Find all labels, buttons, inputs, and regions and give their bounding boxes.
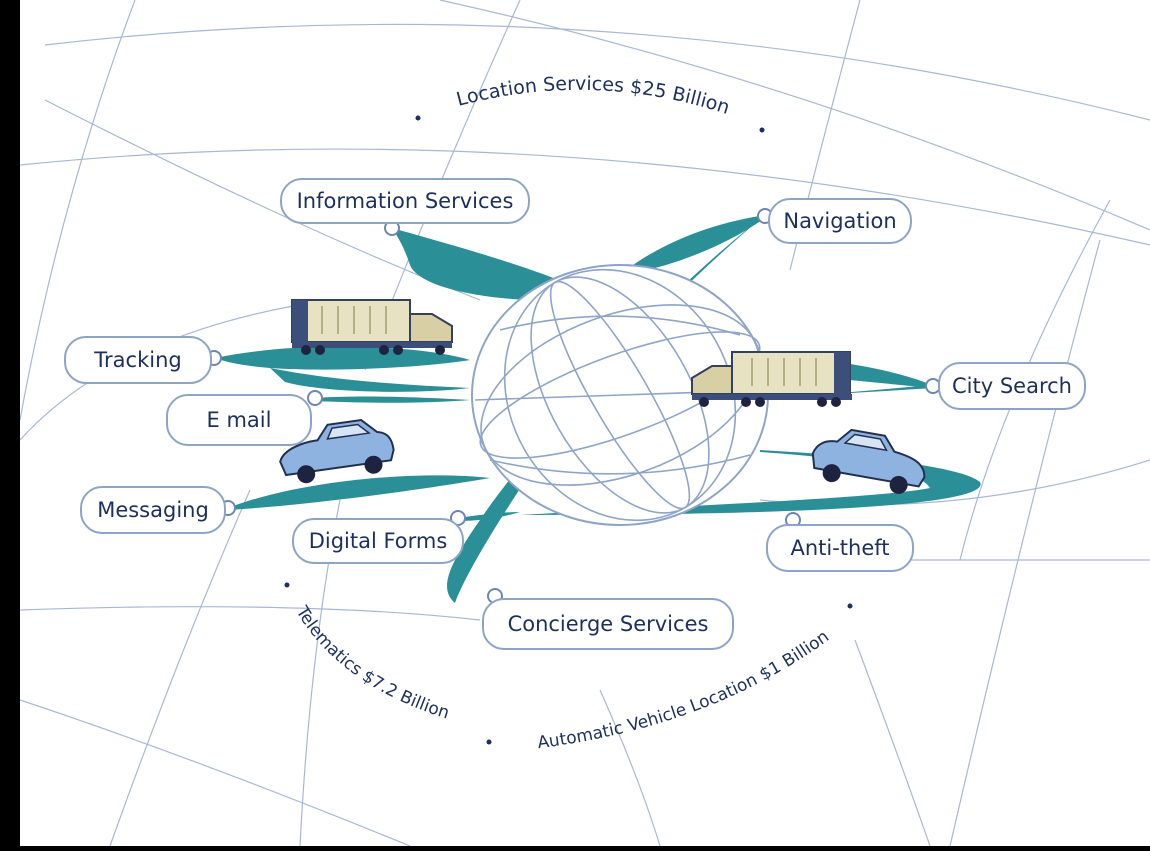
ribbon-tracking-lower (270, 368, 470, 392)
truck-icon (291, 299, 453, 355)
label-email-text: E mail (206, 408, 272, 432)
label-anti-theft: Anti-theft (766, 524, 914, 572)
arc-bullet (415, 115, 421, 121)
node-dot-email (307, 390, 323, 406)
ribbon-navigation (620, 215, 765, 275)
label-information-services: Information Services (280, 178, 530, 224)
ribbon-messaging (228, 475, 490, 510)
arc-bullet (759, 127, 765, 133)
truck-icon (691, 351, 852, 407)
label-tracking: Tracking (64, 336, 212, 384)
label-city-search: City Search (938, 362, 1086, 410)
globe-icon (471, 264, 769, 526)
ribbon-digital-forms (458, 512, 520, 521)
label-concierge-services-text: Concierge Services (507, 612, 709, 636)
label-anti-theft-text: Anti-theft (790, 536, 890, 560)
car-icon (279, 418, 395, 484)
label-city-search-text: City Search (952, 374, 1072, 398)
label-concierge-services: Concierge Services (482, 598, 734, 650)
label-email: E mail (166, 394, 312, 446)
arc-bullet (284, 582, 290, 588)
ribbon-tracking (215, 346, 470, 370)
label-messaging: Messaging (80, 486, 226, 534)
label-digital-forms: Digital Forms (292, 518, 464, 564)
label-navigation: Navigation (768, 198, 912, 244)
car-icon (811, 428, 926, 494)
ribbon-anti-theft (520, 450, 981, 515)
label-tracking-text: Tracking (94, 348, 182, 372)
label-messaging-text: Messaging (97, 498, 209, 522)
label-digital-forms-text: Digital Forms (308, 529, 448, 553)
arc-bullet (486, 739, 492, 745)
arc-bullet (847, 603, 853, 609)
label-navigation-text: Navigation (783, 209, 897, 233)
label-information-services-text: Information Services (296, 189, 514, 213)
ribbon-email (315, 396, 470, 403)
